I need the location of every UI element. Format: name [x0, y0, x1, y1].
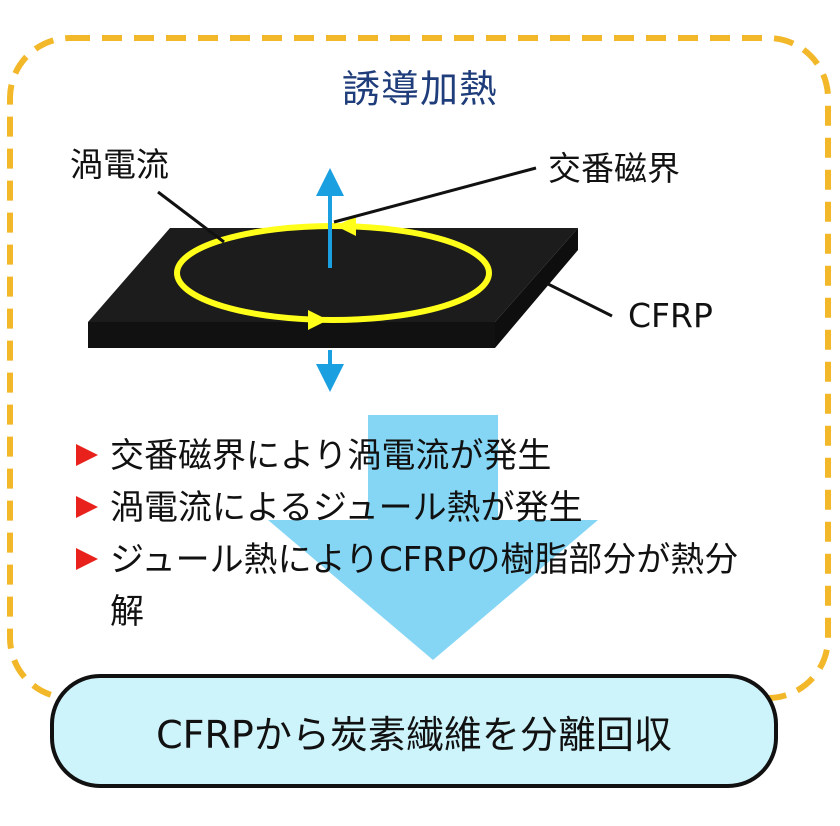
leader-alternating-field — [333, 166, 537, 224]
cfrp-plate — [88, 228, 578, 348]
bullet-arrow-icon — [76, 548, 98, 570]
eddy-current-loop — [174, 216, 492, 330]
bullet-arrow-icon — [76, 444, 98, 466]
bullet-text: ジュール熱によりCFRPの樹脂部分が熱分解 — [110, 540, 739, 632]
bullet-item: 交番磁界により渦電流が発生 — [76, 430, 796, 482]
label-eddy-current: 渦電流 — [70, 145, 169, 184]
leader-eddy-current — [157, 190, 225, 244]
bullet-text: 渦電流によるジュール熱が発生 — [110, 488, 583, 528]
eddy-arrowhead-bottom — [308, 310, 328, 330]
field-arrowhead-up — [316, 168, 344, 196]
diagram-title: 誘導加熱 — [341, 67, 498, 111]
label-alternating-field: 交番磁界 — [548, 149, 680, 188]
bullet-arrow-icon — [76, 496, 98, 518]
result-box: CFRPから炭素繊維を分離回収 — [50, 674, 778, 788]
eddy-arrowhead-top — [336, 216, 356, 236]
process-down-arrow — [268, 415, 598, 660]
magnetic-field-arrow — [316, 168, 344, 392]
leader-cfrp — [547, 282, 613, 318]
result-text: CFRPから炭素繊維を分離回収 — [156, 712, 672, 757]
bullet-item: ジュール熱によりCFRPの樹脂部分が熱分解 — [76, 534, 750, 638]
label-cfrp: CFRP — [628, 296, 713, 335]
field-arrowhead-down — [316, 364, 344, 392]
bullet-text: 交番磁界により渦電流が発生 — [110, 436, 552, 476]
bullet-item: 渦電流によるジュール熱が発生 — [76, 482, 796, 534]
bullet-list: 交番磁界により渦電流が発生 渦電流によるジュール熱が発生 ジュール熱によりCFR… — [76, 430, 796, 638]
